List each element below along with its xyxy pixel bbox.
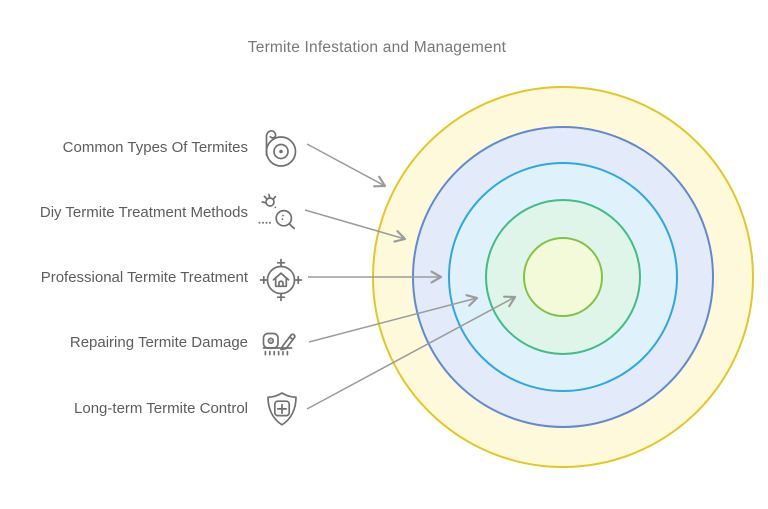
pencil	[280, 333, 296, 351]
house-target-icon	[259, 258, 303, 302]
bug-legs	[261, 193, 277, 204]
arrow-to-ring-5	[306, 295, 517, 410]
termite-body-inner	[273, 143, 289, 160]
target-circle	[266, 265, 296, 295]
item-icons	[258, 130, 303, 426]
magnifier-handle	[288, 222, 296, 230]
crosshair-ticks	[259, 258, 303, 302]
label-professional-treatment: Professional Termite Treatment	[41, 269, 249, 286]
item-labels: Common Types Of Termites Diy Termite Tre…	[40, 139, 249, 417]
label-repairing-damage: Repairing Termite Damage	[70, 334, 248, 351]
termite-antenna	[265, 130, 277, 156]
plus-mark	[276, 403, 288, 415]
concentric-rings	[372, 86, 754, 468]
house-door	[278, 280, 284, 288]
connector-arrows	[304, 143, 517, 410]
label-longterm-control: Long-term Termite Control	[74, 400, 248, 417]
ruler-ticks	[264, 350, 289, 356]
ring-5-center	[523, 237, 603, 317]
shield-plus-icon	[267, 392, 297, 426]
termite-body-dot	[279, 149, 283, 154]
house-walls	[274, 277, 288, 288]
label-common-types: Common Types Of Termites	[63, 139, 248, 156]
measure-pencil-icon	[262, 332, 296, 356]
arrow-to-ring-4	[308, 294, 479, 343]
tape-hub	[267, 337, 275, 345]
termite-spiral-icon	[265, 130, 297, 167]
bug-search-icon	[258, 193, 296, 230]
label-diy-treatment: Diy Termite Treatment Methods	[40, 204, 248, 221]
shield-inner-square	[273, 400, 291, 417]
magnifier-lens	[275, 209, 293, 227]
arrow-to-ring-2	[304, 209, 407, 243]
page-title: Termite Infestation and Management	[248, 39, 507, 56]
dotted-trail	[258, 221, 271, 224]
bug-trail-dot	[274, 206, 277, 209]
arrow-to-ring-1	[306, 143, 387, 188]
shield-outline	[267, 392, 297, 426]
tape-hub-dot	[270, 340, 272, 342]
magnifier-face-dots	[281, 214, 284, 221]
